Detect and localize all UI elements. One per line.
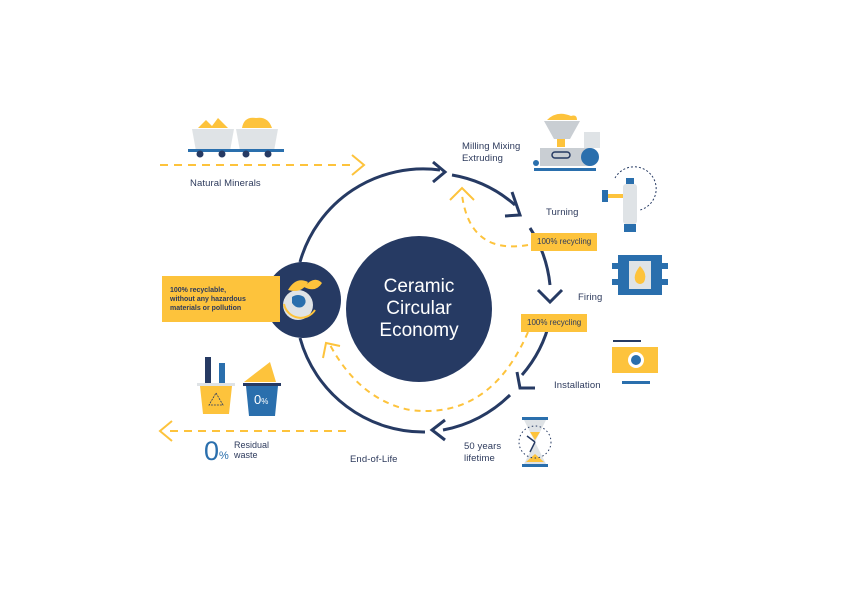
residual-waste-value: 0 bbox=[204, 436, 220, 466]
stage-label-milling: Milling Mixing Extruding bbox=[462, 141, 520, 165]
residual-waste-unit: % bbox=[219, 450, 229, 462]
stage-label-line: lifetime bbox=[464, 453, 495, 464]
center-title-line: Ceramic bbox=[383, 276, 455, 297]
lathe-turning-icon bbox=[602, 166, 657, 232]
input-flow-arrow bbox=[160, 154, 366, 176]
stage-label-firing: Firing bbox=[578, 292, 603, 303]
bin-percent-value: 0 bbox=[254, 392, 262, 407]
bin-percent-label: 0% bbox=[254, 392, 268, 407]
note-line: without any hazardous bbox=[170, 296, 246, 303]
recycling-loop-firing bbox=[322, 331, 529, 412]
stage-label-line: 50 years bbox=[464, 441, 502, 452]
output-flow-arrow bbox=[158, 420, 350, 442]
residual-label-line: waste bbox=[234, 450, 258, 460]
recyclable-note: 100% recyclable, without any hazardous m… bbox=[162, 276, 280, 322]
recycling-loop-turning bbox=[449, 186, 529, 248]
center-title: Ceramic Circular Economy bbox=[346, 236, 492, 382]
recycling-tag-turning: 100% recycling bbox=[531, 233, 598, 251]
recycling-tag-firing: 100% recycling bbox=[521, 314, 588, 332]
note-line: materials or pollution bbox=[170, 305, 242, 312]
mine-cart-icon bbox=[188, 117, 284, 158]
residual-waste-label: Residual waste bbox=[234, 440, 269, 460]
stage-label-line: Extruding bbox=[462, 153, 504, 164]
stage-label-end-of-life: End-of-Life bbox=[350, 454, 398, 465]
center-title-line: Economy bbox=[379, 320, 459, 341]
stage-label-installation: Installation bbox=[554, 380, 601, 391]
stage-label-line: Milling Mixing bbox=[462, 141, 521, 152]
hourglass-clock-icon bbox=[518, 417, 552, 467]
residual-label-line: Residual bbox=[234, 440, 270, 450]
stage-label-lifetime: 50 years lifetime bbox=[464, 441, 501, 465]
globe-leaf-icon bbox=[265, 262, 341, 338]
stage-label-turning: Turning bbox=[546, 207, 579, 218]
center-title-line: Circular bbox=[386, 298, 452, 319]
circular-flow-ring bbox=[298, 160, 564, 442]
note-line: 100% recyclable, bbox=[170, 287, 227, 294]
center-circle bbox=[346, 236, 492, 382]
waste-bins-icon bbox=[197, 357, 281, 416]
extruder-machine-icon bbox=[533, 113, 600, 171]
natural-minerals-label: Natural Minerals bbox=[190, 178, 261, 189]
kiln-fire-icon bbox=[612, 255, 668, 295]
bin-percent-unit: % bbox=[261, 397, 269, 406]
toolbox-icon bbox=[612, 340, 658, 384]
